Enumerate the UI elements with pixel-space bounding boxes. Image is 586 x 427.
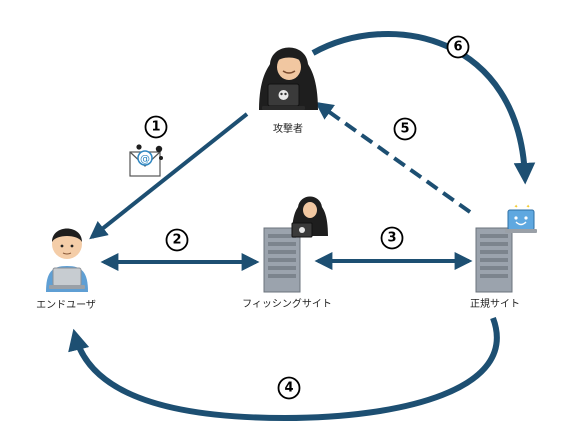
- server-icon: [263, 227, 301, 293]
- svg-text:✦: ✦: [514, 204, 518, 210]
- arrow-4-legit-to-user: [68, 316, 500, 422]
- arrow-5-legit-to-attacker: [315, 101, 472, 214]
- legit-site-label: 正規サイト: [470, 298, 520, 310]
- hacker-icon: [291, 196, 328, 238]
- phishing-site-figure: フィッシングサイト: [242, 196, 332, 310]
- arrow-1-attacker-to-user: [89, 112, 249, 240]
- step-number-3: 3: [387, 231, 396, 246]
- step-badge-4: 4: [277, 376, 301, 400]
- end-user-figure: エンドユーザ: [36, 228, 96, 311]
- phishing-site-label: フィッシングサイト: [242, 297, 332, 310]
- step-number-1: 1: [151, 120, 160, 135]
- step-badge-3: 3: [380, 226, 404, 250]
- step-number-5: 5: [400, 122, 409, 137]
- step-number-4: 4: [284, 381, 293, 396]
- arrow-6-attacker-to-legit: [311, 31, 536, 185]
- attacker-label: 攻撃者: [273, 122, 303, 135]
- user-icon: [46, 228, 88, 292]
- attacker-figure: 攻撃者: [259, 47, 318, 135]
- svg-text:@: @: [140, 154, 150, 165]
- smiling-laptop-icon: ✦ ✦: [505, 204, 537, 233]
- step-badge-2: 2: [165, 228, 189, 252]
- step-number-6: 6: [453, 40, 462, 55]
- step-number-2: 2: [172, 233, 181, 248]
- legit-site-figure: ✦ ✦ 正規サイト: [470, 204, 537, 310]
- end-user-label: エンドユーザ: [36, 299, 96, 311]
- step-badge-1: 1: [144, 115, 168, 139]
- svg-text:✦: ✦: [526, 204, 530, 210]
- step-badge-5: 5: [393, 117, 417, 141]
- step-badge-6: 6: [446, 35, 470, 59]
- server-icon: [475, 227, 513, 293]
- hacker-icon: [259, 47, 318, 110]
- phishing-email-icon: @: [129, 144, 163, 177]
